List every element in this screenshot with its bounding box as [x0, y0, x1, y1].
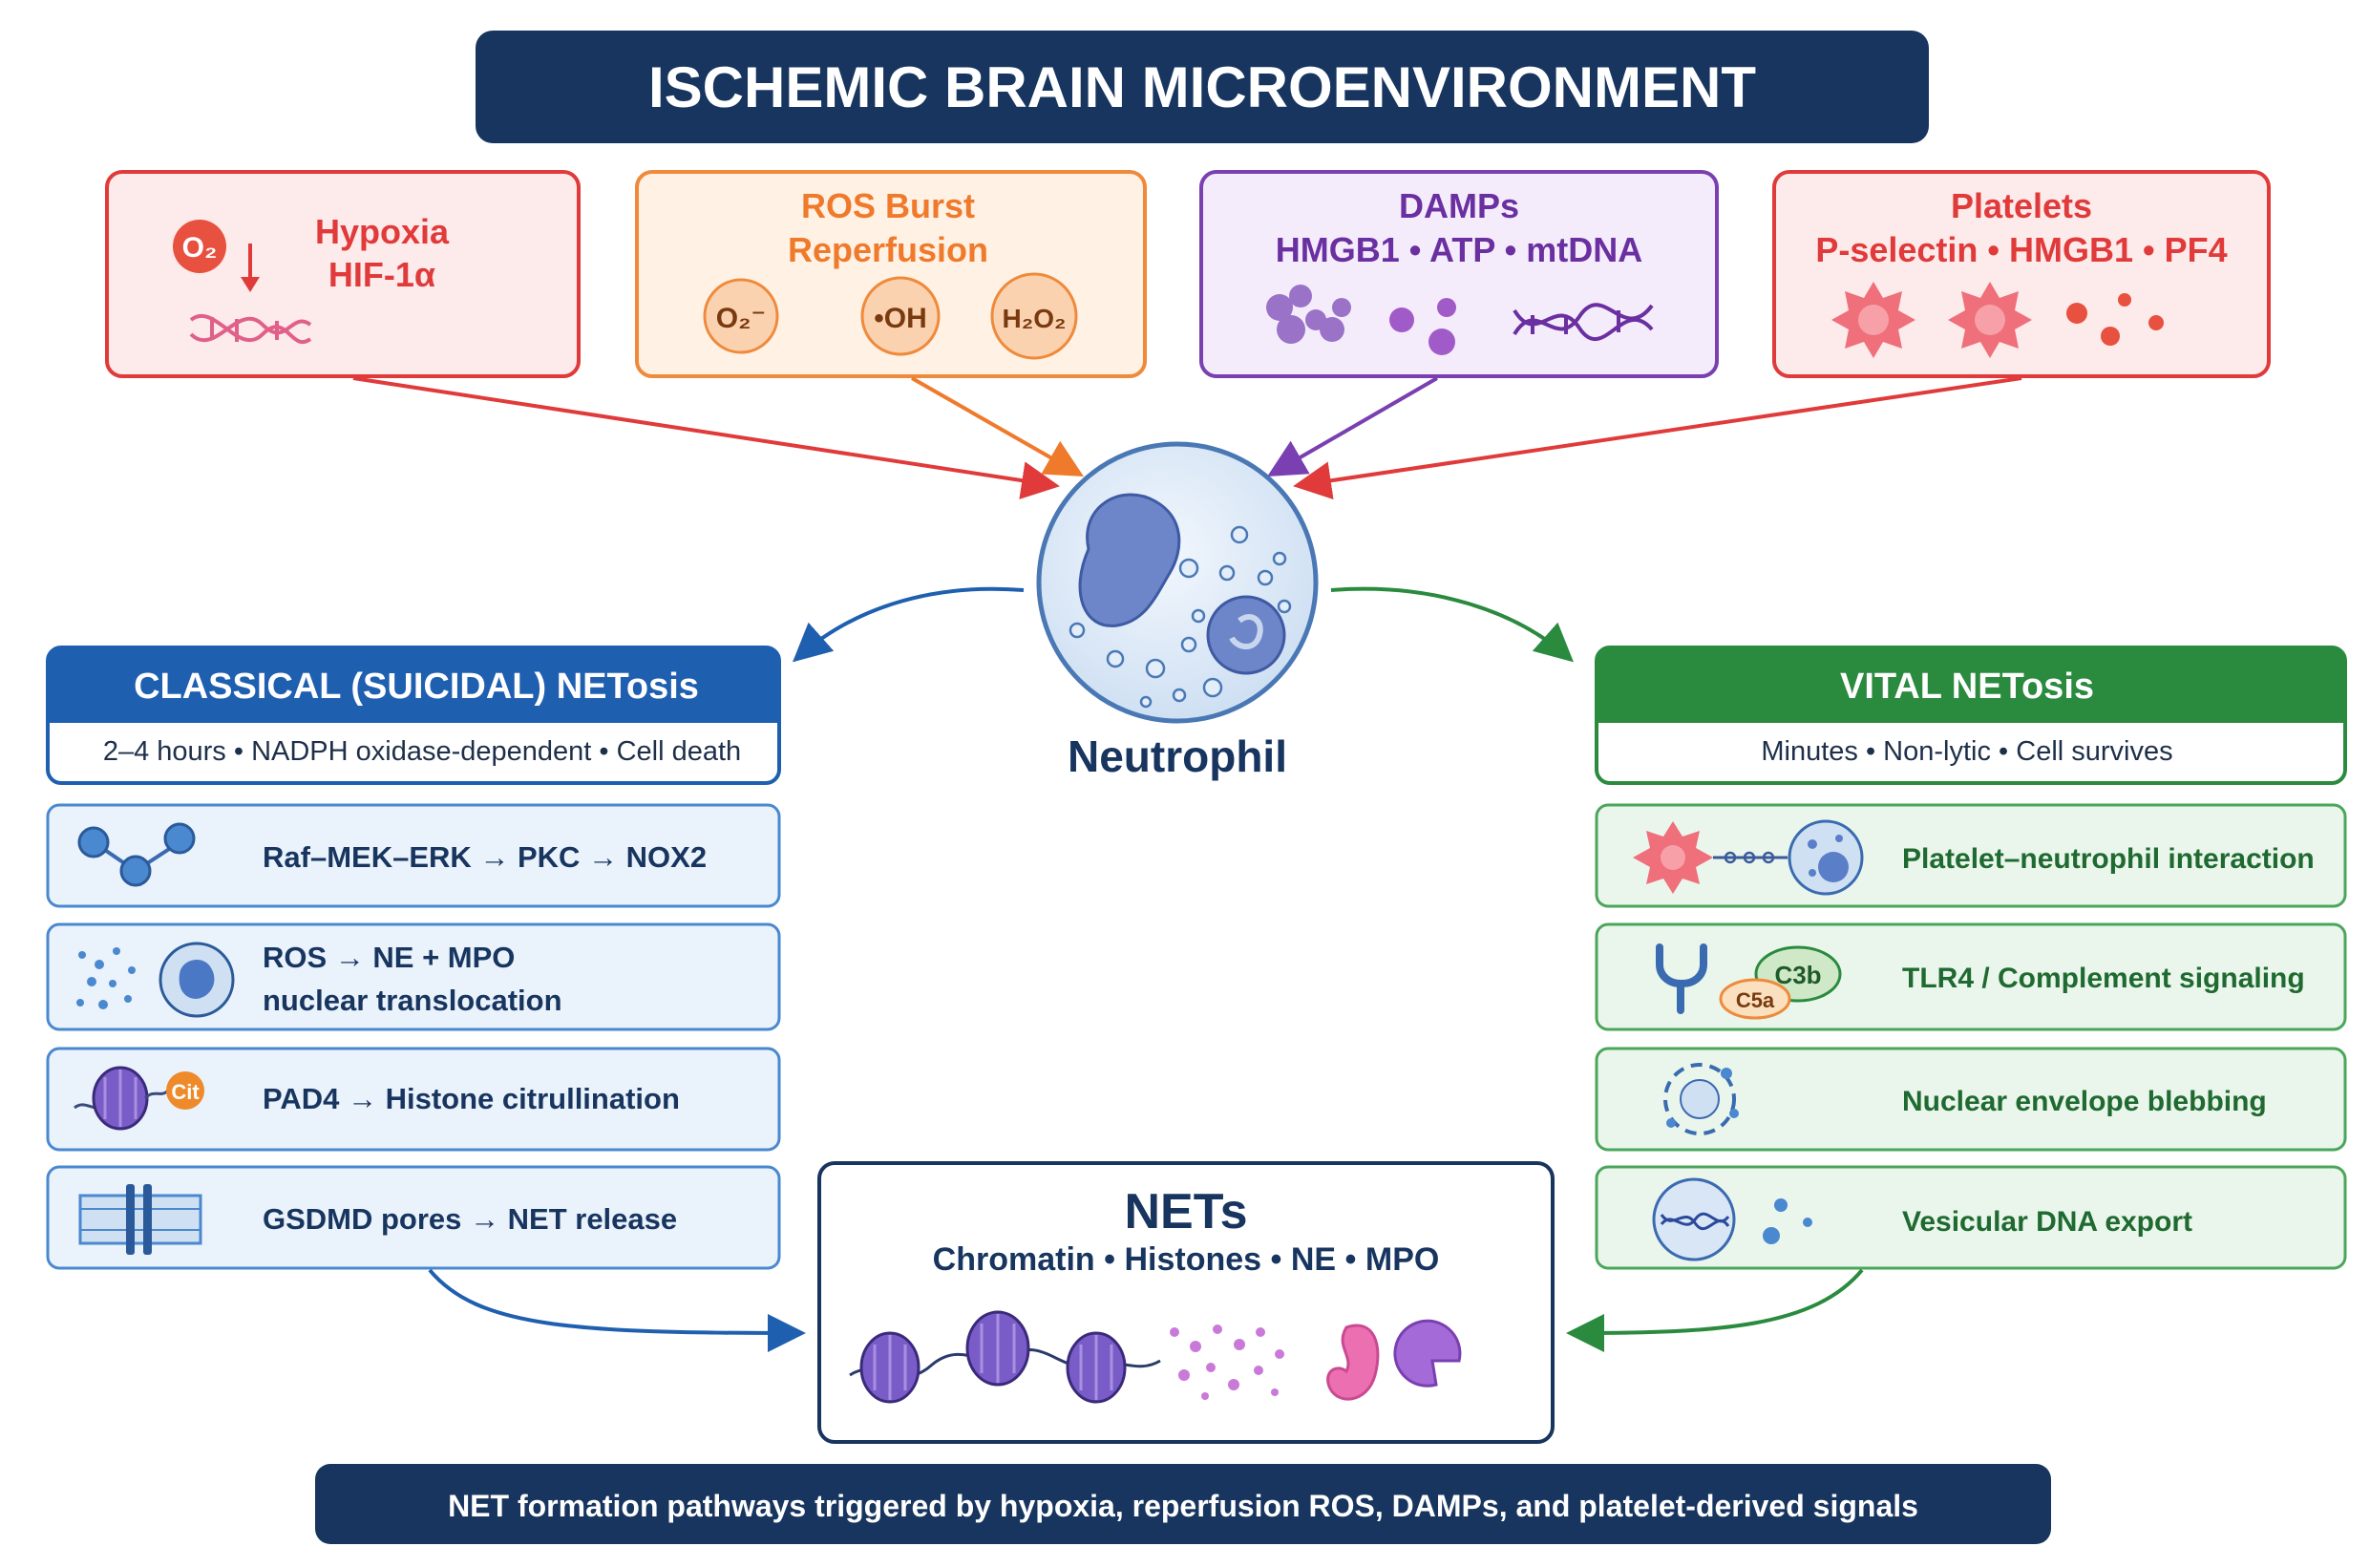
arrow-platelets-to-neutrophil [1293, 376, 2022, 500]
step-text: nuclear translocation [263, 984, 562, 1017]
protein-cluster-icon [1266, 285, 1351, 344]
step-text: TLR4 / Complement signaling [1902, 963, 2305, 994]
receptor-complement-icon: C3b C5a [1656, 943, 1842, 1020]
vital-netosis-panel: VITAL NETosis Minutes • Non-lytic • Cell… [1595, 646, 2347, 1270]
arrow-vital-to-nets [1566, 1268, 1864, 1352]
chromatin-strand-icon [849, 1310, 1161, 1404]
neutrophil-elastase-icon [1326, 1324, 1380, 1401]
trigger-subtitle: HIF-1α [328, 255, 435, 294]
svg-text:O₂⁻: O₂⁻ [716, 303, 767, 334]
neutrophil-cell: Neutrophil [1036, 441, 1319, 781]
kinase-cascade-icon [77, 822, 196, 887]
step-text: Platelet–neutrophil interaction [1902, 843, 2315, 875]
platelet-icon [1831, 282, 1915, 358]
atp-dots-icon [1389, 298, 1456, 355]
vital-step-tlr4: C3b C5a TLR4 / Complement signaling [1595, 922, 2347, 1031]
superoxide-bubble-icon: O₂⁻ [703, 278, 779, 354]
nets-subtitle: Chromatin • Histones • NE • MPO [933, 1241, 1440, 1278]
classical-step-pad4: Cit PAD4 → Histone citrullination [46, 1047, 781, 1152]
svg-text:C3b: C3b [1774, 961, 1821, 989]
arrow-ros-to-neutrophil [911, 376, 1084, 477]
trigger-card-hypoxia: O₂ Hypoxia HIF-1α [105, 170, 581, 378]
svg-text:O₂: O₂ [182, 232, 218, 264]
granules [1069, 525, 1292, 709]
trigger-card-platelets: Platelets P-selectin • HMGB1 • PF4 [1772, 170, 2271, 378]
step-text: ROS → NE + MPO [263, 941, 515, 974]
trigger-title: ROS Burst [801, 186, 975, 225]
trigger-subtitle: HMGB1 • ATP • mtDNA [1276, 230, 1643, 269]
myeloperoxidase-icon [1393, 1319, 1462, 1388]
vital-step-blebbing: Nuclear envelope blebbing [1595, 1047, 2347, 1152]
classical-step-gsdmd: GSDMD pores → NET release [46, 1165, 781, 1270]
step-text: GSDMD pores → NET release [263, 1202, 677, 1236]
trigger-subtitle: Reperfusion [788, 230, 988, 269]
trigger-title: Platelets [1951, 186, 2092, 225]
neutrophil-label: Neutrophil [1068, 731, 1287, 781]
svg-text:C5a: C5a [1736, 988, 1775, 1012]
footer-caption: NET formation pathways triggered by hypo… [448, 1489, 1918, 1523]
svg-text:H₂O₂: H₂O₂ [1003, 304, 1067, 333]
step-text: Nuclear envelope blebbing [1902, 1086, 2267, 1117]
page-title: ISCHEMIC BRAIN MICROENVIRONMENT [648, 55, 1756, 119]
protease-dots-icon [1170, 1324, 1284, 1400]
svg-text:Cit: Cit [171, 1080, 200, 1104]
vital-step-vesicular: Vesicular DNA export [1595, 1165, 2347, 1270]
classical-step-ros: ROS → NE + MPO nuclear translocation [46, 922, 781, 1031]
trigger-card-ros: ROS Burst Reperfusion O₂⁻ •OH H₂O₂ [635, 170, 1147, 378]
mtdna-helix-icon [1513, 303, 1654, 342]
nucleosome-citrulline-icon: Cit [74, 1066, 204, 1131]
arrow-to-classical [793, 586, 1025, 663]
blebbing-nucleus-icon [1663, 1063, 1739, 1135]
arrow-classical-to-nets [428, 1268, 806, 1352]
dna-vesicle-icon [1652, 1177, 1812, 1261]
trigger-card-damps: DAMPs HMGB1 • ATP • mtDNA [1199, 170, 1719, 378]
step-text: PAD4 → Histone citrullination [263, 1082, 680, 1115]
nucleus-lobe [1078, 493, 1181, 627]
svg-text:•OH: •OH [874, 303, 927, 334]
membrane-pore-icon [78, 1184, 202, 1255]
nets-box: NETs Chromatin • Histones • NE • MPO [817, 1161, 1555, 1444]
trigger-subtitle: P-selectin • HMGB1 • PF4 [1815, 230, 2227, 269]
arrow-to-vital [1330, 586, 1574, 663]
arrow-hypoxia-to-neutrophil [352, 376, 1060, 499]
step-text: Vesicular DNA export [1902, 1206, 2192, 1238]
classical-subheader: 2–4 hours • NADPH oxidase-dependent • Ce… [103, 736, 741, 767]
o2-bubble-icon: O₂ [173, 220, 226, 273]
down-arrow-icon [241, 244, 260, 292]
granule-translocation-icon [76, 942, 235, 1018]
classical-step-kinase: Raf–MEK–ERK → PKC → NOX2 [46, 803, 781, 908]
trigger-title: DAMPs [1399, 186, 1519, 225]
trigger-title: Hypoxia [315, 212, 450, 251]
nets-title: NETs [1124, 1184, 1247, 1240]
vital-step-platelet: Platelet–neutrophil interaction [1595, 803, 2347, 908]
arrow-damps-to-neutrophil [1267, 376, 1439, 477]
classical-header: CLASSICAL (SUICIDAL) NETosis [134, 667, 699, 707]
trigger-arrows [352, 376, 2022, 500]
vital-header: VITAL NETosis [1840, 667, 2094, 707]
classical-netosis-panel: CLASSICAL (SUICIDAL) NETosis 2–4 hours •… [46, 646, 781, 1270]
title-banner: ISCHEMIC BRAIN MICROENVIRONMENT [476, 31, 1929, 143]
dna-helix-icon [189, 313, 312, 345]
hydrogen-peroxide-bubble-icon: H₂O₂ [990, 272, 1078, 360]
platelet-icon [1948, 282, 2032, 358]
vital-subheader: Minutes • Non-lytic • Cell survives [1761, 736, 2172, 767]
platelet-neutrophil-icon [1633, 819, 1864, 896]
footer-banner: NET formation pathways triggered by hypo… [315, 1464, 2051, 1544]
nucleus-lobe [1206, 595, 1286, 675]
step-text: Raf–MEK–ERK → PKC → NOX2 [263, 840, 707, 874]
hydroxyl-bubble-icon: •OH [860, 276, 941, 356]
granule-dots-icon [2066, 293, 2164, 346]
